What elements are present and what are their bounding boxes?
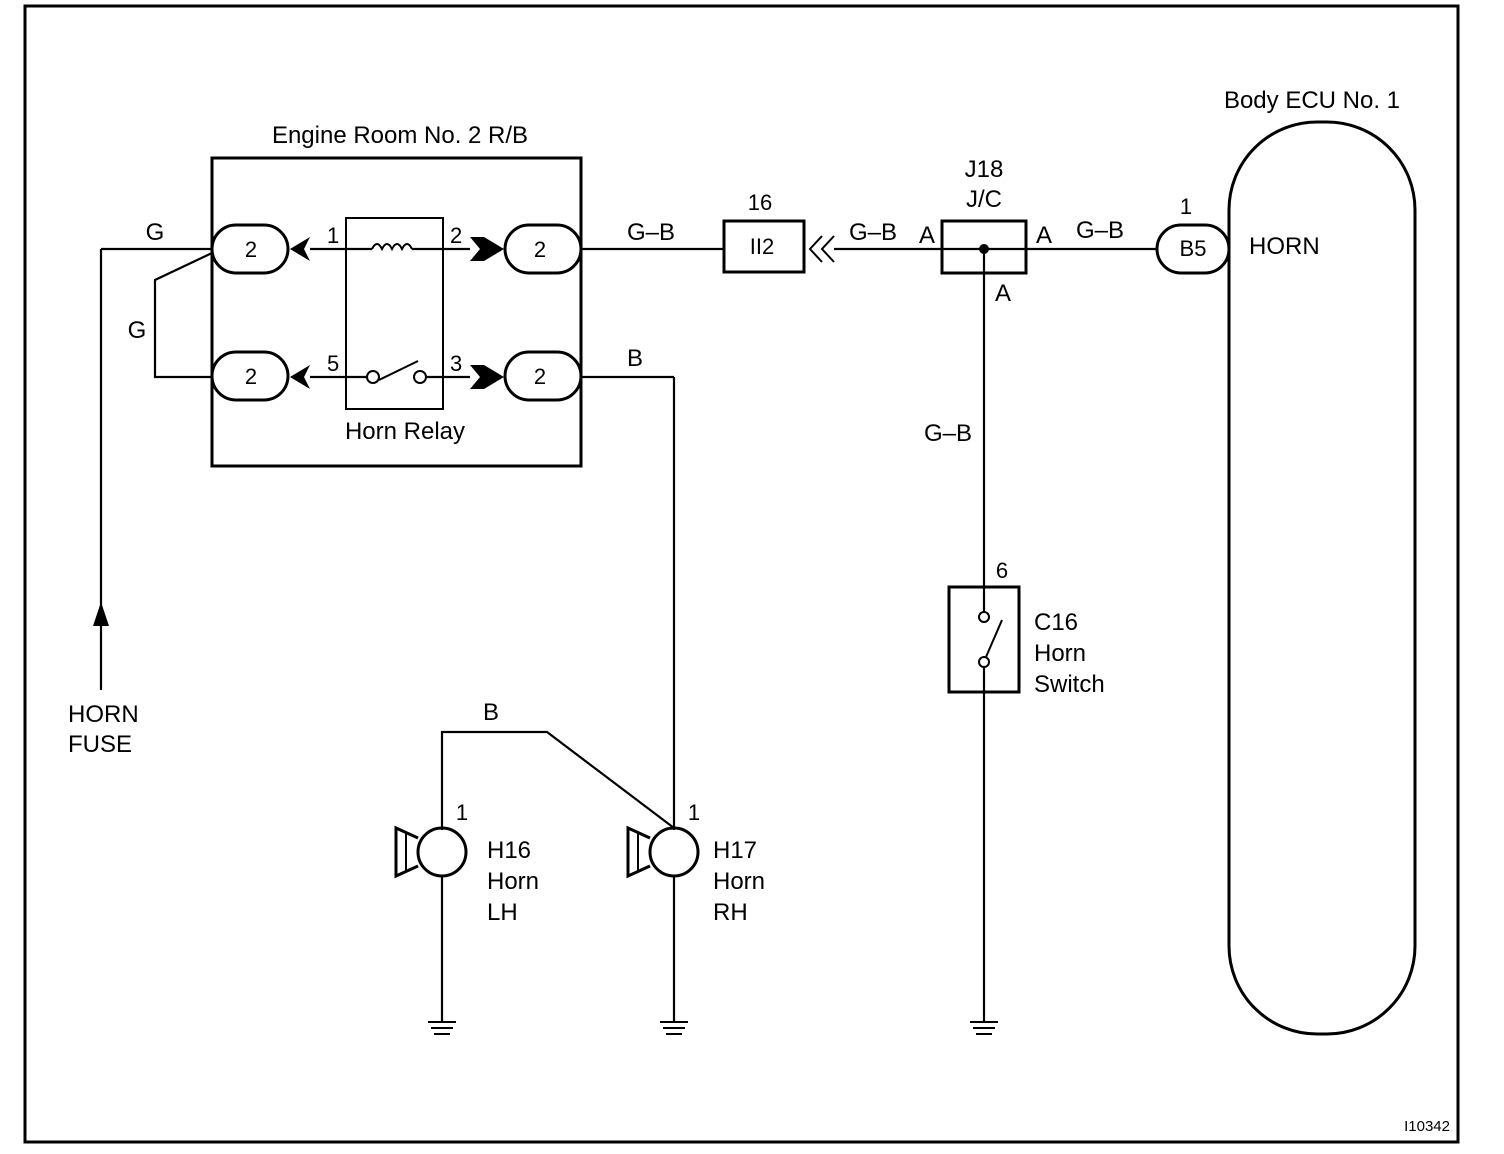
rb-connector-bottom-right: 2 — [503, 350, 583, 402]
svg-text:2: 2 — [534, 237, 546, 262]
h17-line1: H17 — [713, 837, 757, 864]
c16-pin: 6 — [996, 558, 1008, 583]
connector-arrow-1 — [290, 237, 310, 261]
svg-text:2: 2 — [245, 237, 257, 262]
horn-relay-box — [345, 217, 444, 410]
wire-gb-j18-left: G–B — [849, 219, 897, 246]
rb-connector-top-right: 2 — [503, 223, 583, 275]
relay-coil-icon — [371, 243, 413, 252]
ground-icon-h16 — [428, 1021, 456, 1035]
fuse-arrow-icon — [93, 602, 109, 626]
horn-relay-label: Horn Relay — [345, 418, 465, 445]
ii2-code: II2 — [750, 234, 774, 259]
h16-line2: Horn — [487, 868, 539, 895]
figure-id: I10342 — [1404, 1118, 1450, 1135]
ii2-connector — [722, 219, 806, 274]
engine-room-rb-box — [210, 156, 583, 468]
svg-text:2: 2 — [245, 364, 257, 389]
j18-term-bottom: A — [995, 280, 1011, 307]
rb-connector-bottom-left: 2 — [210, 350, 290, 402]
wire-g-top: G — [146, 219, 165, 246]
h16-pin: 1 — [456, 800, 468, 825]
horn-switch-contact — [985, 619, 1003, 658]
wire-gb-j18-right: G–B — [1076, 217, 1124, 244]
j18-term-right: A — [1036, 222, 1052, 249]
ii2-double-chevron-icon — [808, 235, 835, 263]
body-ecu-title: Body ECU No. 1 — [1224, 87, 1400, 114]
ground-icon-h17 — [660, 1021, 688, 1035]
b5-pin: 1 — [1180, 194, 1192, 219]
body-ecu-box — [1227, 120, 1417, 1036]
h17-horn-icon — [626, 825, 700, 879]
c16-line2: Horn — [1034, 640, 1086, 667]
h17-line2: Horn — [713, 868, 765, 895]
j18-term-left: A — [919, 222, 935, 249]
h16-line1: H16 — [487, 837, 531, 864]
relay-pin-2: 2 — [450, 223, 462, 248]
b5-code: B5 — [1180, 236, 1207, 261]
wire-gb-vertical: G–B — [924, 420, 972, 447]
svg-text:2: 2 — [534, 364, 546, 389]
horn-fuse-line1: HORN — [68, 701, 139, 728]
h16-line3: LH — [487, 899, 518, 926]
connector-arrow-3 — [470, 365, 504, 389]
relay-pin-1: 1 — [327, 223, 339, 248]
h17-pin: 1 — [688, 800, 700, 825]
wire-gb-ii2: G–B — [627, 219, 675, 246]
c16-line1: C16 — [1034, 609, 1078, 636]
h16-horn-icon — [394, 825, 468, 879]
j18-line2: J/C — [966, 186, 1002, 213]
wire-b-top: B — [627, 345, 643, 372]
wire-b-horns: B — [483, 699, 499, 726]
body-ecu-horn-terminal: HORN — [1249, 233, 1320, 260]
ground-icon-switch — [970, 1021, 998, 1035]
relay-pin-3: 3 — [450, 351, 462, 376]
relay-switch-contact — [378, 360, 419, 381]
rb-connector-top-left: 2 — [210, 223, 290, 275]
diagram-frame — [23, 4, 1460, 1144]
wire-g-left: G — [128, 317, 147, 344]
relay-pin-5: 5 — [327, 351, 339, 376]
horn-fuse-line2: FUSE — [68, 731, 132, 758]
connector-arrow-5 — [290, 365, 310, 389]
h17-line3: RH — [713, 899, 748, 926]
j18-line1: J18 — [965, 156, 1004, 183]
connector-arrow-2 — [470, 237, 504, 261]
engine-room-rb-title: Engine Room No. 2 R/B — [272, 122, 528, 149]
ii2-pin: 16 — [748, 190, 772, 215]
c16-line3: Switch — [1034, 671, 1105, 698]
